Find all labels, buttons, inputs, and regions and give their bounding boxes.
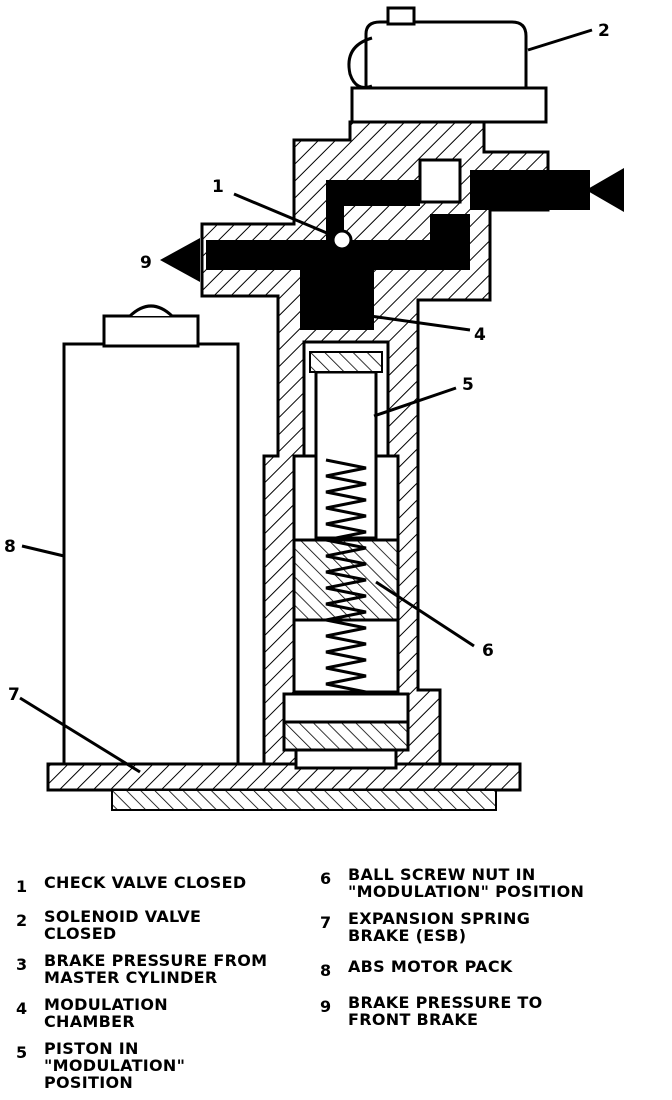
callout-1: 1: [212, 177, 224, 197]
legend-num: 9: [320, 997, 332, 1016]
callout-2: 2: [598, 21, 610, 41]
base-plate: [46, 762, 522, 811]
callout-7: 7: [8, 685, 20, 705]
legend-num: 2: [16, 911, 28, 930]
legend-item-4: 4 MODULATION CHAMBER: [16, 996, 168, 1030]
legend-num: 1: [16, 877, 28, 896]
legend-num: 6: [320, 869, 332, 888]
legend-item-3: 3 BRAKE PRESSURE FROM MASTER CYLINDER: [16, 952, 267, 986]
legend-item-2: 2 SOLENOID VALVE CLOSED: [16, 908, 201, 942]
legend-text: EXPANSION SPRING BRAKE (ESB): [348, 909, 531, 945]
legend-text: MODULATION CHAMBER: [44, 995, 168, 1031]
legend-text: CHECK VALVE CLOSED: [44, 873, 247, 892]
legend-item-6: 6 BALL SCREW NUT IN "MODULATION" POSITIO…: [320, 866, 584, 900]
legend-num: 4: [16, 999, 28, 1018]
callout-9: 9: [140, 253, 152, 273]
solenoid-valve: [347, 6, 548, 204]
legend-item-1: 1 CHECK VALVE CLOSED: [16, 874, 246, 896]
legend-text: BRAKE PRESSURE TO FRONT BRAKE: [348, 993, 543, 1029]
bearing-assembly: [282, 692, 410, 770]
legend-num: 8: [320, 961, 332, 980]
legend: 1 CHECK VALVE CLOSED 2 SOLENOID VALVE CL…: [0, 862, 672, 1100]
legend-text: BRAKE PRESSURE FROM MASTER CYLINDER: [44, 951, 268, 987]
arrow-in-icon: [586, 168, 624, 212]
arrow-out-icon: [160, 238, 200, 282]
legend-item-9: 9 BRAKE PRESSURE TO FRONT BRAKE: [320, 994, 543, 1028]
abs-modulator-diagram: 1 2 4 5 6 7 8 9: [4, 6, 624, 811]
legend-text: ABS MOTOR PACK: [348, 957, 513, 976]
expansion-spring: [325, 458, 367, 694]
legend-text: BALL SCREW NUT IN "MODULATION" POSITION: [348, 865, 585, 901]
legend-item-7: 7 EXPANSION SPRING BRAKE (ESB): [320, 910, 530, 944]
legend-text: SOLENOID VALVE CLOSED: [44, 907, 202, 943]
check-valve-ball: [331, 229, 353, 251]
abs-motor-pack: [62, 304, 240, 766]
legend-item-8: 8 ABS MOTOR PACK: [320, 958, 513, 980]
callout-6: 6: [482, 641, 494, 661]
legend-text: PISTON IN "MODULATION" POSITION: [44, 1039, 186, 1092]
legend-num: 7: [320, 913, 332, 932]
legend-num: 3: [16, 955, 28, 974]
piston-cap: [309, 351, 383, 373]
flow-arrows: [160, 168, 624, 282]
callout-4: 4: [474, 325, 486, 345]
fluid-passages: [206, 170, 590, 330]
legend-num: 5: [16, 1043, 28, 1062]
leader-lines: [19, 28, 593, 774]
piston: [314, 370, 378, 540]
legend-item-5: 5 PISTON IN "MODULATION" POSITION: [16, 1040, 185, 1091]
callout-5: 5: [462, 375, 474, 395]
callout-8: 8: [4, 537, 16, 557]
